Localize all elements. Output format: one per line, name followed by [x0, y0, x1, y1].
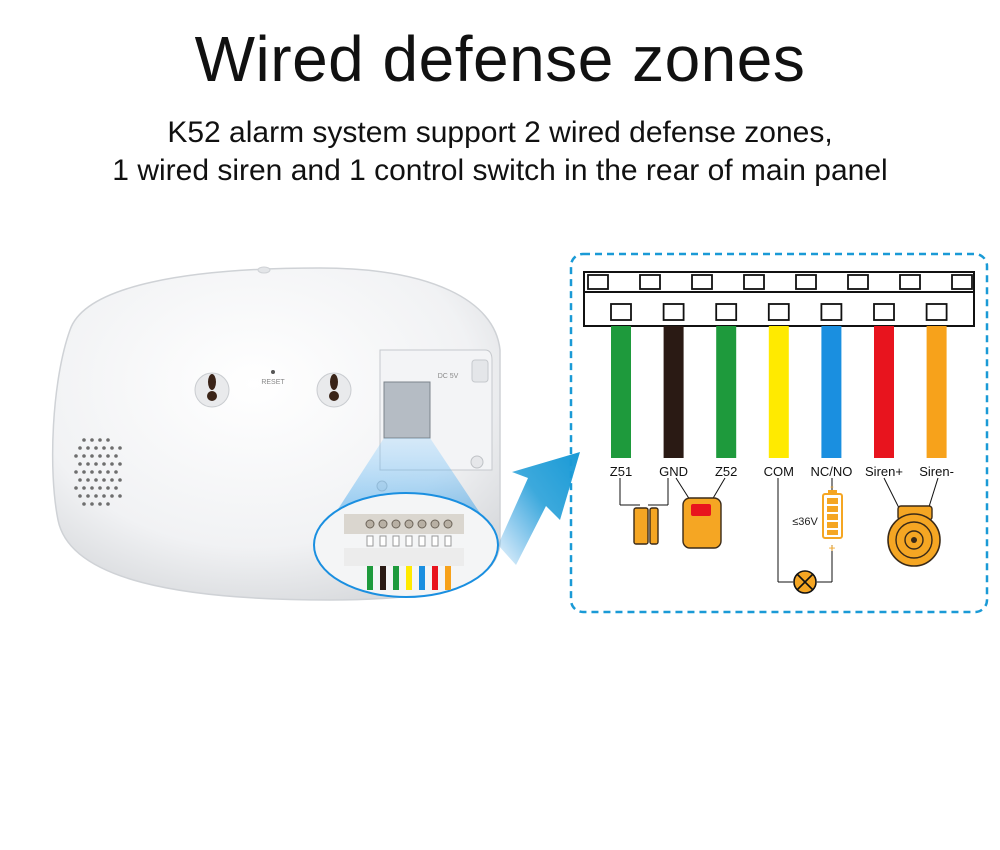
page-title: Wired defense zones: [194, 23, 806, 95]
terminal-label: Siren+: [865, 464, 903, 479]
arrow-icon: [498, 452, 580, 565]
terminal-slot: [767, 303, 790, 321]
mount-hole-right-icon: [316, 372, 352, 408]
terminal-slot: [610, 303, 632, 321]
subtitle-line-2: 1 wired siren and 1 control switch in th…: [112, 154, 888, 187]
battery-minus-label: -: [830, 481, 834, 493]
siren-icon: [887, 505, 941, 567]
subtitle-line-1: K52 alarm system support 2 wired defense…: [167, 116, 833, 149]
reset-label: RESET: [261, 379, 285, 386]
speaker-grille-icon: [74, 438, 122, 506]
page-subtitle: K52 alarm system support 2 wired defense…: [0, 114, 1000, 190]
terminal-label: NC/NO: [810, 464, 852, 479]
terminal-label: Z51: [610, 464, 632, 479]
mount-hole-left-icon: [194, 372, 230, 408]
lamp-icon: [793, 570, 817, 594]
panel-terminal-block: [383, 381, 431, 439]
terminal-label: Siren-: [919, 464, 954, 479]
terminal-labels: Z51 GND Z52 COM NC/NO Siren+ Siren-: [610, 464, 954, 479]
terminal-label: GND: [659, 464, 688, 479]
terminal-label: Z52: [715, 464, 737, 479]
terminal-slot: [925, 303, 948, 321]
dc-label: DC 5V: [438, 373, 459, 380]
terminal-slot: [820, 303, 843, 321]
terminal-label: COM: [764, 464, 794, 479]
battery-icon: - +: [822, 481, 843, 555]
wire-siren-: [926, 326, 947, 458]
terminal-slot: [662, 303, 685, 321]
terminal-slot: [715, 303, 738, 321]
terminal-wires: [610, 303, 948, 458]
wire-z52: [716, 326, 737, 458]
wire-nc-no: [821, 326, 842, 458]
wire-com: [768, 326, 789, 458]
door-contact-sensor-icon: [633, 507, 659, 545]
zoom-circle: [313, 492, 499, 598]
wire-gnd: [663, 326, 684, 458]
pir-sensor-icon: [682, 497, 722, 549]
terminal-slot: [873, 303, 895, 321]
reset-hole-icon[interactable]: [271, 370, 275, 374]
voltage-label: ≤36V: [792, 516, 818, 528]
wire-z51: [611, 326, 631, 458]
connection-lines: [619, 477, 939, 583]
wire-siren-: [874, 326, 894, 458]
battery-plus-label: +: [828, 541, 835, 555]
wiring-diagram-frame: [569, 252, 989, 614]
